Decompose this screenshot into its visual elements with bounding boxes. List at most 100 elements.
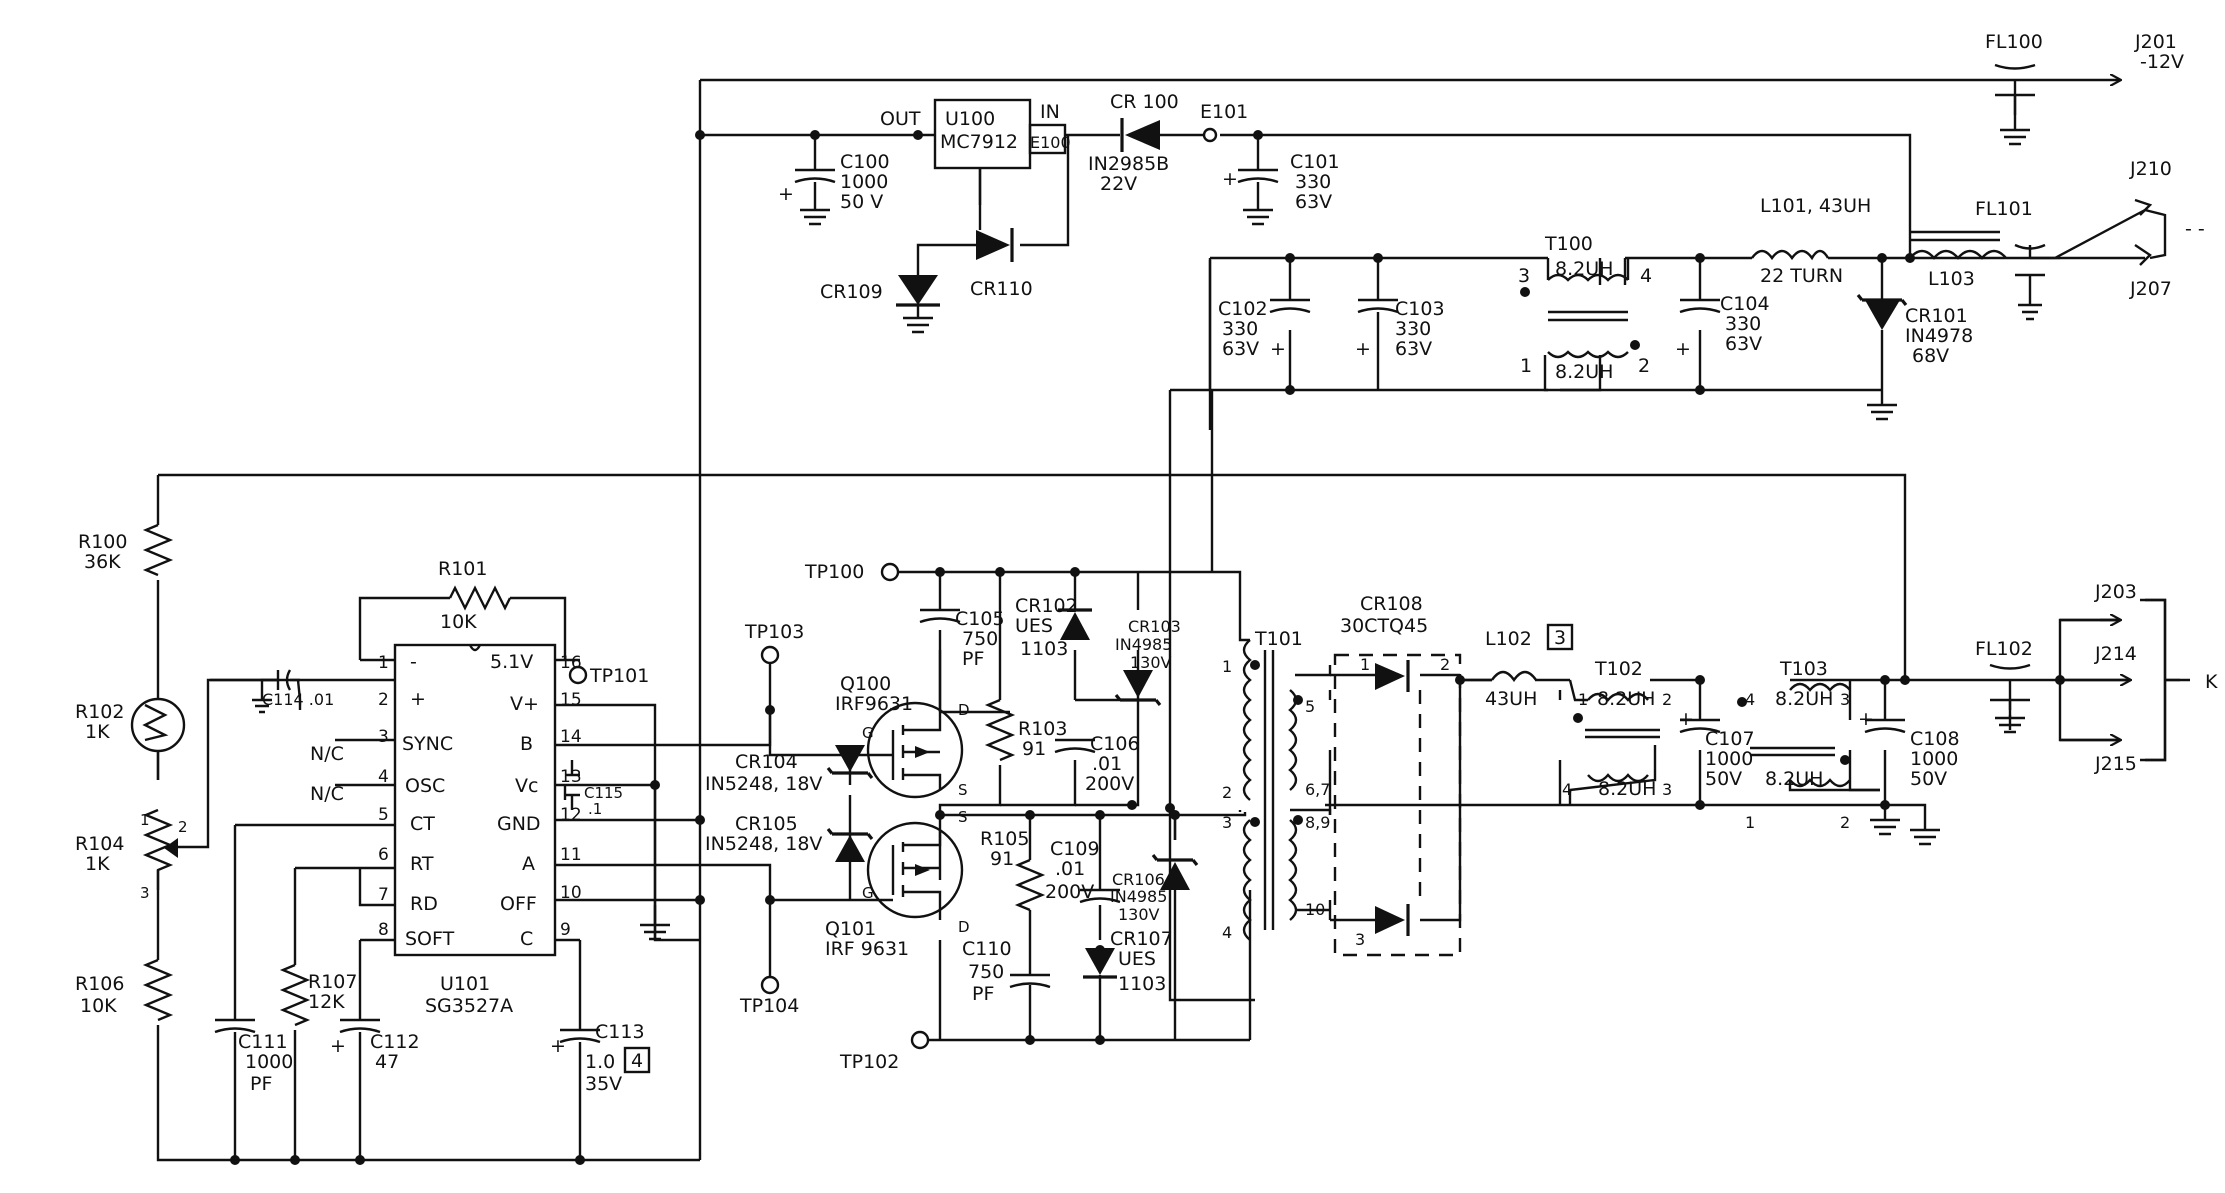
cr100-part: IN2985B	[1088, 153, 1169, 175]
c106-volt: 200V	[1085, 773, 1134, 795]
l101-turns: 22 TURN	[1760, 265, 1843, 287]
j207-label: J207	[2129, 278, 2172, 300]
l103-label: L103	[1928, 268, 1975, 290]
u100-part: MC7912	[940, 131, 1018, 153]
edge-k: K	[2205, 671, 2218, 693]
c104-ref: C104	[1720, 293, 1770, 315]
nc1-label: N/C	[310, 743, 344, 765]
junction-dots	[230, 130, 2065, 1165]
c107-plus: +	[1678, 708, 1694, 730]
l102-label: L102	[1485, 628, 1532, 650]
cr100-ref: CR 100	[1110, 91, 1179, 113]
r101-resistor	[448, 585, 512, 611]
u100-ref: U100	[945, 108, 995, 130]
cr107-ref: CR107	[1110, 928, 1173, 950]
t101-label: T101	[1254, 628, 1303, 650]
t101-pin10: 10	[1305, 900, 1325, 919]
c111-unit: PF	[250, 1073, 272, 1095]
c102-ref: C102	[1218, 298, 1268, 320]
q100-part: IRF9631	[835, 693, 913, 715]
e101-label: E101	[1200, 101, 1248, 123]
c108-val: 1000	[1910, 748, 1958, 770]
u101-pin16-num: 16	[560, 653, 582, 673]
fl100-label: FL100	[1985, 31, 2043, 53]
t101-pin4: 4	[1222, 923, 1232, 942]
r104-pin2: 2	[178, 818, 188, 836]
t100-label: T100	[1544, 233, 1593, 255]
fl102-filter	[1989, 663, 2031, 734]
cr106-part: IN4985	[1110, 887, 1167, 906]
c112-val: 47	[375, 1051, 399, 1073]
t102-label: T102	[1594, 658, 1643, 680]
q101-d: D	[958, 918, 970, 936]
j210-label: J210	[2129, 158, 2172, 180]
u101-pin5-name: CT	[410, 813, 435, 835]
c104-val: 330	[1725, 313, 1761, 335]
c102-plus: +	[1270, 338, 1286, 360]
cr109-label: CR109	[820, 281, 883, 303]
t100-pin4: 4	[1640, 265, 1652, 287]
component-labels: OUT U100 MC7912 IN E100 C100 1000 50 V +…	[75, 31, 2218, 1095]
c111-ref: C111	[238, 1031, 288, 1053]
j203-label: J203	[2094, 581, 2137, 603]
u101-ic	[393, 643, 557, 957]
r104-val: 1K	[85, 853, 110, 875]
u101-pin6-name: RT	[410, 853, 434, 875]
c101-val: 330	[1295, 171, 1331, 193]
t101-pin3: 3	[1222, 813, 1232, 832]
u101-ref: U101	[440, 973, 490, 995]
r106-ref: R106	[75, 973, 124, 995]
cr104-ref: CR104	[735, 751, 798, 773]
q101-s: S	[958, 808, 968, 826]
tp101-label: TP101	[589, 665, 649, 687]
u101-pin12-num: 12	[560, 805, 582, 825]
note4-label: 4	[631, 1050, 643, 1072]
c111-val: 1000	[245, 1051, 293, 1073]
c115-ref: C115	[584, 784, 623, 802]
cr102-diode	[1058, 608, 1092, 640]
c103-volt: 63V	[1395, 338, 1432, 360]
c100-ref: C100	[840, 151, 890, 173]
nc2-label: N/C	[310, 783, 344, 805]
c106-ref: C106	[1090, 733, 1140, 755]
c103-plus: +	[1355, 338, 1371, 360]
c109-ref: C109	[1050, 838, 1100, 860]
u101-pin11-num: 11	[560, 845, 582, 865]
tp100-label: TP100	[804, 561, 864, 583]
c112-ref: C112	[370, 1031, 420, 1053]
cr102-num: 1103	[1020, 638, 1068, 660]
c110-ref: C110	[962, 938, 1012, 960]
cr107-num: 1103	[1118, 973, 1166, 995]
t103-winding-a: 8.2UH	[1775, 688, 1833, 710]
u101-pin9-num: 9	[560, 920, 571, 940]
u101-pin13-name: Vc	[515, 775, 538, 797]
cr101-volt: 68V	[1912, 345, 1949, 367]
u101-pin14-name: B	[520, 733, 533, 755]
u101-pin4-name: OSC	[405, 775, 445, 797]
r104-pin1: 1	[140, 811, 150, 829]
u101-pin13-num: 13	[560, 767, 582, 787]
u101-pin10-num: 10	[560, 883, 582, 903]
q101-mosfet	[850, 821, 964, 920]
c101-capacitor	[1237, 160, 1279, 226]
c106-val: .01	[1092, 753, 1122, 775]
u101-pin2-name: +	[410, 688, 426, 710]
t100-pin1: 1	[1520, 355, 1532, 377]
j201-label: J201	[2134, 31, 2177, 53]
t102-pin4: 4	[1562, 780, 1572, 799]
u101-pin7-name: RD	[410, 893, 438, 915]
t100-pin2: 2	[1638, 355, 1650, 377]
t103-winding-b: 8.2UH	[1765, 768, 1823, 790]
u101-pin1-name: -	[410, 651, 417, 673]
r102-val: 1K	[85, 721, 110, 743]
c114-capacitor	[252, 669, 300, 714]
cr108-pin1: 1	[1360, 655, 1370, 674]
t101-pin67: 6,7	[1305, 780, 1330, 799]
r101-ref: R101	[438, 558, 487, 580]
q100-ref: Q100	[840, 673, 891, 695]
t101-pin89: 8,9	[1305, 813, 1330, 832]
j214-label: J214	[2094, 643, 2137, 665]
cr101-ref: CR101	[1905, 305, 1968, 327]
cr106-ref: CR106	[1112, 870, 1165, 889]
